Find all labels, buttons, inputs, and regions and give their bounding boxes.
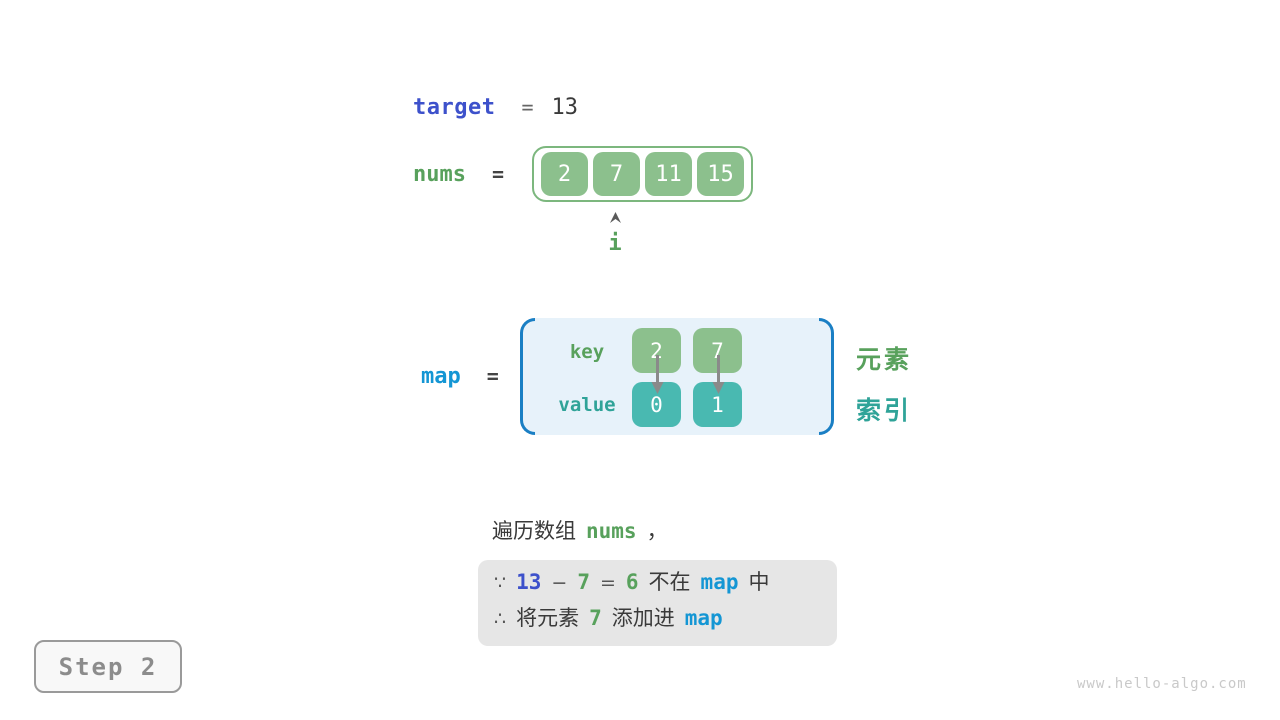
add-verb-text: 添加进	[611, 606, 675, 630]
key-to-value-arrow-icon	[651, 355, 664, 394]
map-label: map	[421, 364, 461, 389]
map-value-cell: 1	[693, 382, 742, 427]
index-label: 索引	[856, 396, 913, 425]
minus-sign: −	[551, 572, 568, 594]
map-line: map =	[421, 364, 499, 389]
note-line-because: ∵ 13 − 7 = 6 不在 map 中	[494, 564, 821, 600]
caption-prefix: 遍历数组	[492, 519, 576, 543]
key-to-value-arrow-icon	[712, 355, 725, 394]
add-prefix-text: 将元素	[516, 606, 580, 630]
watermark: www.hello-algo.com	[1077, 676, 1247, 692]
target-label: target	[413, 95, 496, 120]
target-value: 13	[551, 95, 579, 120]
array-cell: 7	[593, 152, 640, 196]
map-value-cell: 0	[632, 382, 681, 427]
map-code-token: map	[700, 570, 739, 594]
note-box: ∵ 13 − 7 = 6 不在 map 中 ∴ 将元素 7 添加进 map	[478, 560, 837, 646]
value-row-label: value	[558, 394, 616, 416]
array-cell: 2	[541, 152, 588, 196]
key-row-label: key	[569, 341, 605, 363]
note-add-value: 7	[589, 606, 602, 630]
not-in-text: 不在	[648, 570, 691, 594]
map-code-token: map	[684, 606, 723, 630]
map-container: key value 2 7 0 1	[520, 318, 834, 435]
target-line: target = 13	[413, 95, 578, 120]
array-cell: 15	[697, 152, 744, 196]
map-bracket-right	[819, 318, 834, 435]
note-line-therefore: ∴ 将元素 7 添加进 map	[494, 600, 821, 636]
nums-equals-sign: =	[491, 162, 505, 186]
step-badge: Step 2	[34, 640, 182, 693]
because-symbol: ∵	[494, 572, 507, 594]
caption-nums-code: nums	[586, 519, 637, 543]
map-equals-sign: =	[486, 364, 499, 388]
index-pointer-label: i	[608, 231, 622, 256]
note-current-value: 7	[577, 570, 590, 594]
in-suffix-text: 中	[748, 570, 770, 594]
equals-sign: =	[599, 572, 616, 594]
array-cell: 11	[645, 152, 692, 196]
note-complement-value: 6	[625, 570, 639, 594]
element-label: 元素	[856, 345, 913, 374]
therefore-symbol: ∴	[494, 608, 507, 630]
note-target-value: 13	[516, 570, 542, 594]
target-equals-sign: =	[521, 95, 534, 119]
caption-line: 遍历数组 nums ，	[492, 515, 668, 545]
nums-label: nums	[413, 162, 466, 187]
caption-comma: ，	[646, 519, 668, 543]
step-badge-label: Step 2	[58, 652, 158, 681]
nums-line: nums =	[413, 162, 504, 187]
index-pointer-arrow-icon	[610, 212, 621, 223]
map-bracket-left	[520, 318, 535, 435]
nums-array: 2 7 11 15	[532, 146, 753, 202]
